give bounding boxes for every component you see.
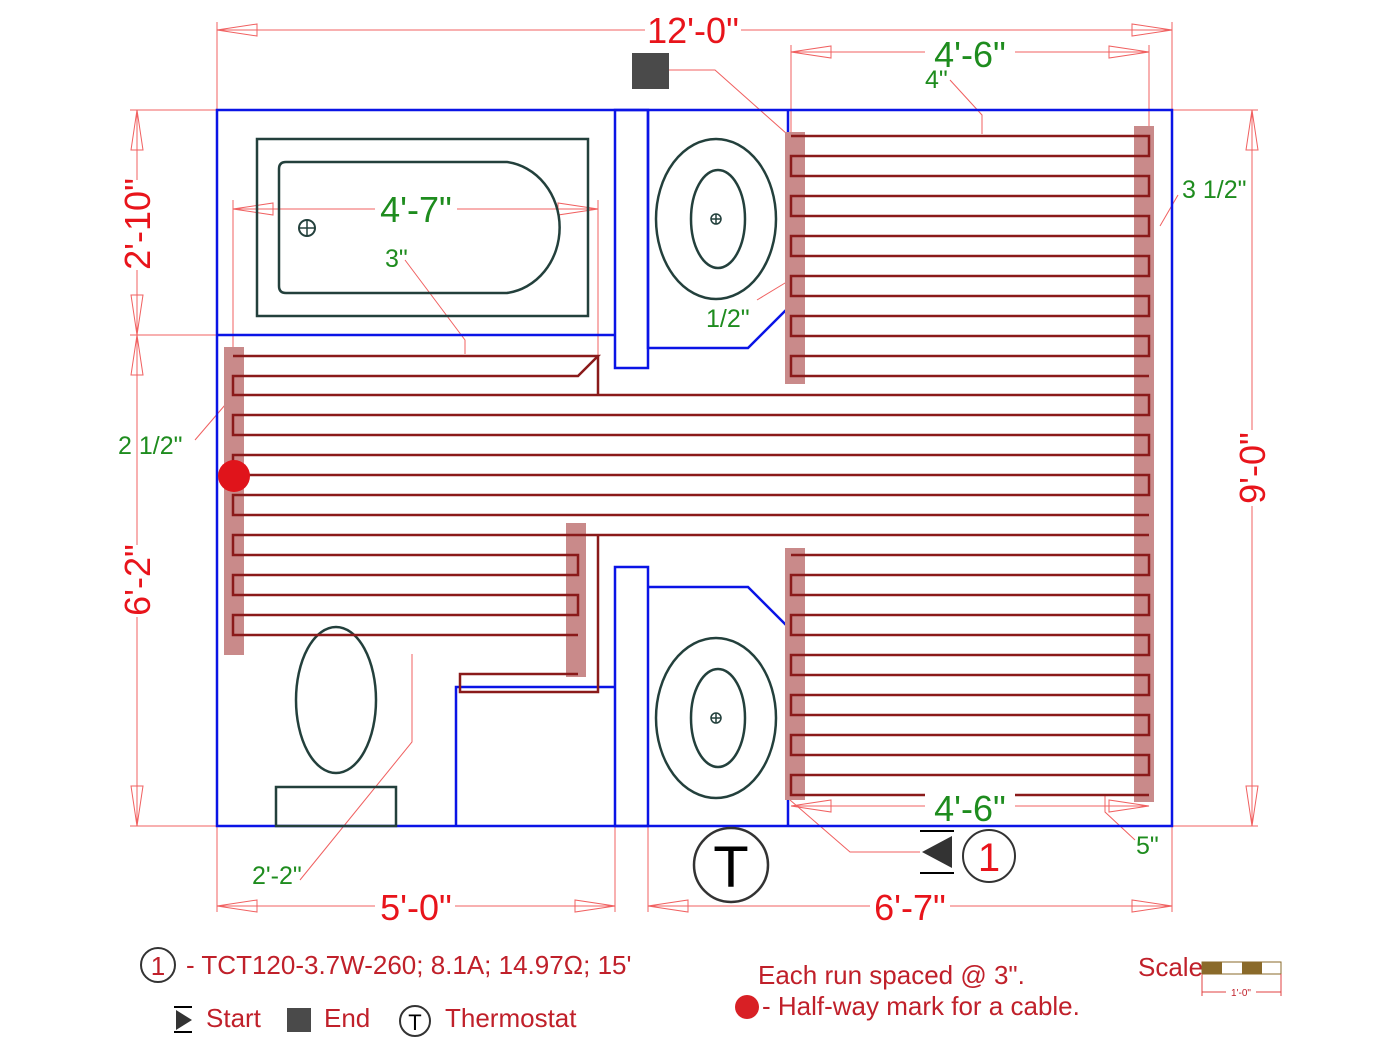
cable-run xyxy=(789,134,1151,378)
cable-start-marker xyxy=(920,830,954,874)
cable-run xyxy=(231,533,598,637)
legend: 1 - TCT120-3.7W-260; 8.1A; 14.97Ω; 15' S… xyxy=(140,947,1282,1037)
dim-left-top: 2'-10" xyxy=(117,178,158,270)
note-2half: 2 1/2" xyxy=(118,432,182,460)
note-half: 1/2" xyxy=(706,305,750,333)
thermostat: T xyxy=(692,826,770,904)
dim-tub-length: 4'-7" xyxy=(380,189,452,230)
legend-cable-number: 1 xyxy=(151,951,165,981)
legend-thermostat: Thermostat xyxy=(445,1003,577,1033)
legend-thermostat-symbol: T xyxy=(408,1010,421,1035)
legend-start: Start xyxy=(206,1003,262,1033)
halfway-mark xyxy=(218,460,250,492)
scale-value: 1'-0" xyxy=(1231,988,1251,999)
thermostat-icon xyxy=(399,1005,431,1037)
legend-halfway-note: - Half-way mark for a cable. xyxy=(762,991,1080,1021)
cable-run xyxy=(789,553,1151,797)
cable-run xyxy=(231,354,1151,517)
cable-end-marker xyxy=(632,53,669,89)
toilet xyxy=(274,625,398,828)
note-4in: 4" xyxy=(925,66,948,94)
end-icon xyxy=(287,1008,311,1032)
dim-overall-height: 9'-0" xyxy=(1232,432,1273,504)
halfway-icon xyxy=(735,995,759,1019)
start-icon xyxy=(176,1010,192,1030)
dim-bottom-left: 5'-0" xyxy=(380,887,452,928)
note-3in: 3" xyxy=(385,245,408,273)
scale-label: Scale xyxy=(1138,952,1203,982)
cable-number: 1 xyxy=(978,836,1000,880)
sink-bottom xyxy=(654,636,778,800)
note-5in: 5" xyxy=(1136,832,1159,860)
dim-left-bottom: 6'-2" xyxy=(117,544,158,616)
cable-connector xyxy=(458,356,1149,694)
dim-bottom-right-run: 4'-6" xyxy=(934,788,1006,829)
walls xyxy=(215,108,1174,828)
scale-bar: 1'-0" xyxy=(1201,961,1282,999)
bathtub xyxy=(255,137,590,318)
legend-cable-spec: - TCT120-3.7W-260; 8.1A; 14.97Ω; 15' xyxy=(186,950,631,980)
heating-cable xyxy=(231,134,1151,797)
dim-bottom-right: 6'-7" xyxy=(874,887,946,928)
cable-turn-strips xyxy=(224,126,1154,802)
note-3half: 3 1/2" xyxy=(1182,176,1246,204)
dim-top-right-run: 4'-6" xyxy=(934,34,1006,75)
dim-overall-width: 12'-0" xyxy=(647,10,739,51)
thermostat-symbol: T xyxy=(713,835,748,900)
cable-number-circle xyxy=(962,829,1016,883)
legend-spacing-note: Each run spaced @ 3". xyxy=(758,960,1025,990)
sink-top xyxy=(654,137,778,301)
legend-end: End xyxy=(324,1003,370,1033)
note-2-2: 2'-2" xyxy=(252,862,302,890)
